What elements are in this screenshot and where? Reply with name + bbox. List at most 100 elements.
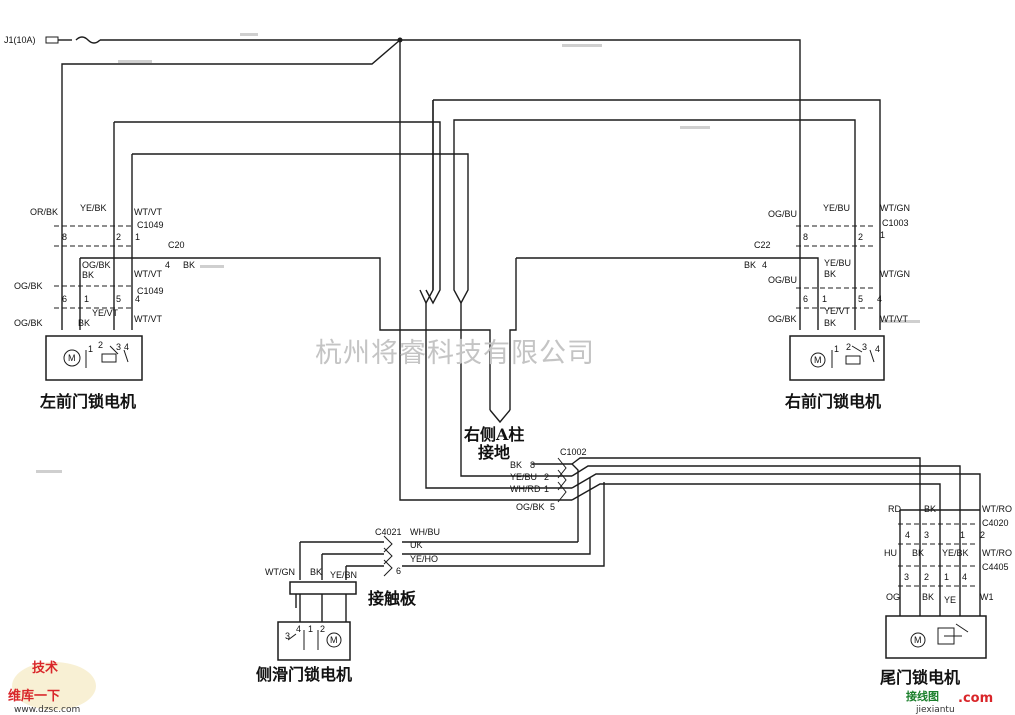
svg-text:BK: BK (310, 567, 322, 577)
lf-motor-w4: WT/VT (134, 314, 162, 324)
svg-text:3: 3 (116, 342, 121, 352)
lf-conn-c4109: C1049 (137, 286, 164, 296)
logo-right-com: .com (958, 691, 993, 706)
svg-text:YE/HO: YE/HO (410, 554, 438, 564)
lf-motor-icon (63, 349, 81, 367)
lf-c20-wire: BK (183, 260, 195, 270)
ground-line2: 接地 (478, 443, 510, 462)
svg-text:1: 1 (822, 294, 827, 304)
lf-pin-2: 2 (116, 232, 121, 242)
svg-text:3: 3 (924, 530, 929, 540)
lf-pin-4: 4 (135, 294, 140, 304)
ground-line1: 右侧A柱 (464, 425, 524, 444)
svg-text:6: 6 (396, 566, 401, 576)
svg-text:2: 2 (980, 530, 985, 540)
svg-text:3: 3 (862, 342, 867, 352)
tailgate-motor-icon (910, 632, 926, 648)
fuse-symbol (45, 36, 59, 44)
svg-text:2: 2 (924, 572, 929, 582)
lf-c20: C20 (168, 240, 185, 250)
svg-text:8: 8 (530, 460, 535, 470)
fuse-link (75, 36, 101, 44)
sliding-door: C4021 WH/BU UK YE/HO 6 WT/GN BK YE/BN 接触… (256, 527, 440, 684)
svg-text:BK: BK (510, 460, 522, 470)
svg-text:WH/RD: WH/RD (510, 484, 541, 494)
svg-text:5: 5 (550, 502, 555, 512)
lf-motor-w2: YE/VT (92, 308, 119, 318)
svg-text:1: 1 (880, 230, 885, 240)
svg-text:4: 4 (762, 260, 767, 270)
svg-text:UK: UK (410, 540, 423, 550)
lf-wire-wt-vt-2: WT/VT (134, 269, 162, 279)
svg-text:YE/VT: YE/VT (824, 306, 851, 316)
left-front-title: 左前门锁电机 (39, 392, 136, 411)
svg-text:M: M (914, 635, 922, 645)
c4021-name: C4021 (375, 527, 402, 537)
svg-text:OG/BK: OG/BK (516, 502, 545, 512)
rf-motor-box (789, 335, 885, 381)
svg-text:2: 2 (98, 340, 103, 350)
svg-text:WT/GN: WT/GN (265, 567, 295, 577)
svg-text:4: 4 (296, 624, 301, 634)
svg-text:2: 2 (846, 342, 851, 352)
lf-wire-bk: BK (82, 270, 94, 280)
rf-motor-icon (810, 352, 826, 368)
svg-text:1: 1 (944, 572, 949, 582)
svg-text:M: M (68, 353, 76, 363)
svg-text:W1: W1 (980, 592, 994, 602)
svg-text:BK: BK (824, 318, 836, 328)
tailgate-motor-box (885, 615, 987, 659)
logo-left: 技术 维库一下 www.dzsc.com (8, 660, 96, 715)
svg-text:OG: OG (886, 592, 900, 602)
rf-switch-icon (845, 355, 861, 365)
lf-wire-or-bk: OR/BK (30, 207, 58, 217)
lf-c20-pin: 4 (165, 260, 170, 270)
svg-text:1: 1 (544, 484, 549, 494)
svg-text:4: 4 (877, 294, 882, 304)
svg-text:YE/BN: YE/BN (330, 570, 357, 580)
lf-conn-c1049: C1049 (137, 220, 164, 230)
lf-wire-wt-vt: WT/VT (134, 207, 162, 217)
svg-text:4: 4 (905, 530, 910, 540)
lf-switch-icon (101, 353, 117, 363)
left-front-door: OR/BK YE/BK WT/VT C1049 8 2 1 C20 BK 4 O… (14, 203, 195, 411)
svg-text:BK: BK (924, 504, 936, 514)
logo-right: 接线图 .com jiexiantu (906, 689, 993, 715)
right-front-title: 右前门锁电机 (785, 392, 881, 411)
fuse-label: J1(10A) (4, 35, 36, 45)
sliding-title: 侧滑门锁电机 (256, 665, 352, 684)
logo-right-main: 接线图 (906, 689, 939, 703)
lf-wire-og-bk-2: OG/BK (82, 260, 111, 270)
svg-text:8: 8 (803, 232, 808, 242)
svg-text:WH/BU: WH/BU (410, 527, 440, 537)
rf-conn-c1003: C1003 (882, 218, 909, 228)
svg-text:6: 6 (803, 294, 808, 304)
rf-wire-wt-gn: WT/GN (880, 203, 910, 213)
lf-motor-w1: OG/BK (14, 318, 43, 328)
lf-pin-1b: 1 (84, 294, 89, 304)
svg-text:4: 4 (124, 342, 129, 352)
svg-text:2: 2 (544, 472, 549, 482)
harness-wires (113, 99, 881, 489)
svg-text:2: 2 (320, 624, 325, 634)
lf-wire-og-bk: OG/BK (14, 281, 43, 291)
svg-text:1: 1 (960, 530, 965, 540)
svg-text:3: 3 (904, 572, 909, 582)
tailgate: RD BK WT/RO C4020 4 3 1 2 HU BK YE/BK WT… (880, 504, 1012, 687)
svg-text:WT/GN: WT/GN (880, 269, 910, 279)
sliding-motor-box (277, 621, 351, 661)
contact-label: 接触板 (368, 589, 417, 608)
svg-text:OG/BU: OG/BU (768, 275, 797, 285)
svg-text:OG/BK: OG/BK (768, 314, 797, 324)
c1002-name: C1002 (560, 447, 587, 457)
svg-text:BK: BK (744, 260, 756, 270)
svg-text:RD: RD (888, 504, 901, 514)
lf-pin-5: 5 (116, 294, 121, 304)
rf-wire-og-bu: OG/BU (768, 209, 797, 219)
rf-c22: C22 (754, 240, 771, 250)
lf-pin-6: 6 (62, 294, 67, 304)
sliding-motor-icon (326, 632, 342, 648)
svg-text:C4405: C4405 (982, 562, 1009, 572)
